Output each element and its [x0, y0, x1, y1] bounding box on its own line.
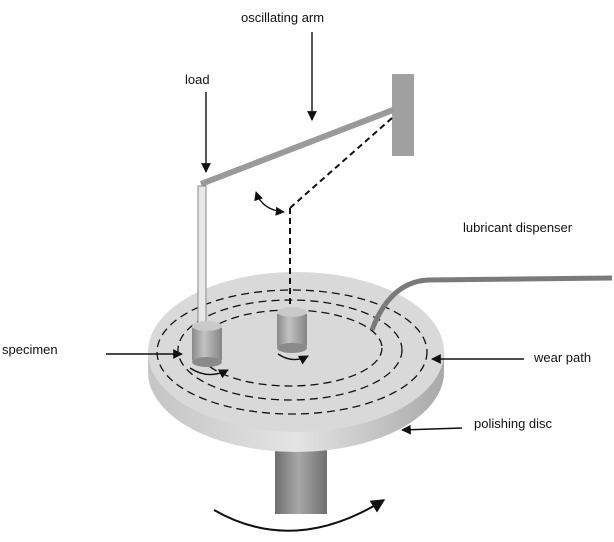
- specimen-right-rotation-arrow: [277, 353, 309, 365]
- disc-rotation-arrow: [213, 499, 386, 532]
- oscillating-arm-rod: [199, 107, 395, 187]
- polishing-disc-label: polishing disc: [474, 416, 553, 431]
- arm-vertical-leg: [197, 185, 207, 329]
- specimen-left: [192, 321, 222, 367]
- polishing-disc-pointer: [401, 424, 463, 435]
- specimen-label: specimen: [2, 342, 58, 357]
- wear-path-label: wear path: [534, 350, 592, 365]
- oscillating-arm-label: oscillating arm: [241, 10, 325, 25]
- specimen-right: [277, 307, 307, 353]
- arm-mount: [392, 74, 414, 156]
- specimen-left-rotation-arrow: [189, 367, 229, 379]
- oscillation-arrow: [254, 191, 285, 216]
- lubricant-dispenser-label: lubricant dispenser: [463, 220, 573, 235]
- load-label: load: [185, 72, 210, 87]
- drive-shaft: [275, 448, 327, 514]
- lubricant-dispenser-tube: [369, 275, 613, 331]
- arm-alternate-position: [289, 117, 393, 312]
